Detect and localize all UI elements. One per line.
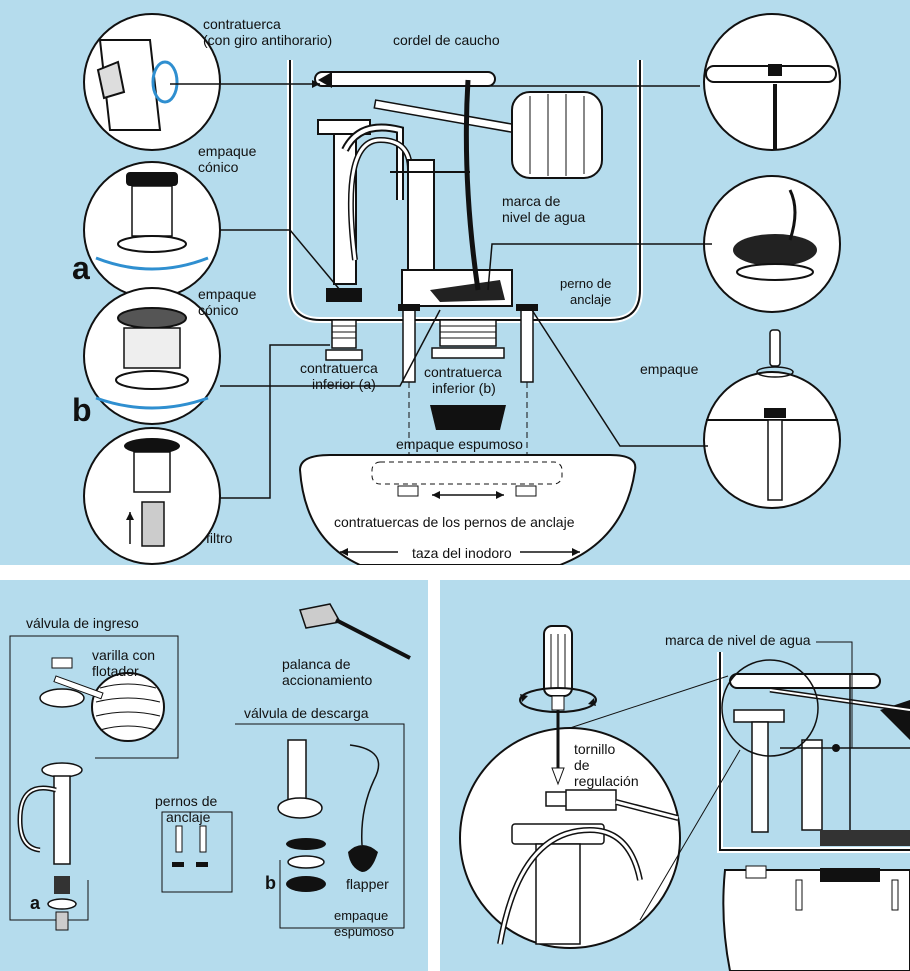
flush-valve-label: válvula de descarga [244, 705, 369, 721]
toilet-bowl [298, 454, 637, 565]
parts-panel: válvula de ingreso varilla con flotador … [0, 580, 428, 971]
foam-gasket-part-label-2: espumoso [334, 924, 394, 939]
flapper [430, 280, 505, 302]
anchor-bolts-label-2: anclaje [166, 809, 211, 825]
foam-gasket-label: empaque espumoso [396, 436, 523, 452]
anchor-bolt-label-1: perno de [560, 276, 612, 291]
flapper-label: flapper [346, 876, 389, 892]
foam-gasket-part [286, 876, 326, 892]
anchor-bolt-label-2: anclaje [570, 292, 612, 307]
fill-valve-part [53, 775, 71, 865]
float-rod-label-1: varilla con [92, 647, 156, 663]
anchor-bolt-left [402, 305, 416, 383]
main-installation-panel: contratuerca (con giro antihorario) cord… [0, 0, 910, 565]
lower-nut-a-label-1: contratuerca [300, 360, 378, 376]
float-ball [511, 91, 603, 179]
conical-gasket-a-label-1: empaque [198, 143, 257, 159]
conical-gasket-b-label-1: empaque [198, 286, 257, 302]
adjust-screw-label-1: tornillo [574, 741, 616, 757]
lower-nut-b [431, 347, 505, 359]
anchor-bolts-label-1: pernos de [155, 793, 218, 809]
parts-diagram [9, 603, 411, 931]
conical-gasket-a [326, 288, 362, 302]
water-level-mark-label-1: marca de [502, 193, 561, 209]
part-a-label: a [30, 893, 41, 913]
conical-gasket-b-label-2: cónico [198, 302, 239, 318]
anchor-bolt-right [520, 305, 534, 383]
adjust-screw-label-3: regulación [574, 773, 639, 789]
lower-nut-a [325, 349, 363, 361]
overflow-tube [407, 159, 435, 271]
detail-circle-filter [83, 427, 221, 565]
step-a-label: a [72, 250, 90, 286]
adjust-screw-label-2: de [574, 757, 590, 773]
float-arm [314, 71, 496, 87]
flush-valve-part [287, 739, 307, 801]
float-ball-part [91, 672, 165, 742]
handle-part [299, 603, 342, 629]
conical-gasket-a-label-2: cónico [198, 159, 239, 175]
adjustment-panel: marca de nivel de agua tornillo de regul… [440, 580, 910, 971]
handle-label-2: accionamiento [282, 672, 373, 688]
handle-label-1: palanca de [282, 656, 351, 672]
bolt-nuts-label: contratuercas de los pernos de anclaje [334, 514, 575, 530]
float-rod-label-2: flotador [92, 663, 139, 679]
installation-diagram [83, 13, 841, 565]
toilet-bowl-label: taza del inodoro [412, 545, 512, 561]
adjustment-diagram [459, 625, 910, 971]
bolt-gasket-label: empaque [640, 361, 699, 377]
foam-gasket [430, 405, 506, 430]
flapper-part [348, 845, 378, 872]
rubber-chain [463, 79, 481, 291]
lower-nut-b-label-2: inferior (b) [432, 380, 496, 396]
foam-gasket-part-label-1: empaque [334, 908, 389, 923]
locknut-direction-label: (con giro antihorario) [203, 32, 333, 48]
lower-nut-b-label-1: contratuerca [424, 364, 502, 380]
fill-valve-label: válvula de ingreso [26, 615, 139, 631]
locknut-label: contratuerca [203, 16, 281, 32]
water-level-mark-label: marca de nivel de agua [665, 632, 811, 648]
part-b-label: b [265, 873, 276, 893]
step-b-label: b [72, 392, 92, 428]
water-level-mark-label-2: nivel de agua [502, 209, 586, 225]
lower-nut-a-label-2: inferior (a) [312, 376, 376, 392]
rubber-chain-label: cordel de caucho [393, 32, 500, 48]
filter-label: filtro [206, 530, 233, 546]
